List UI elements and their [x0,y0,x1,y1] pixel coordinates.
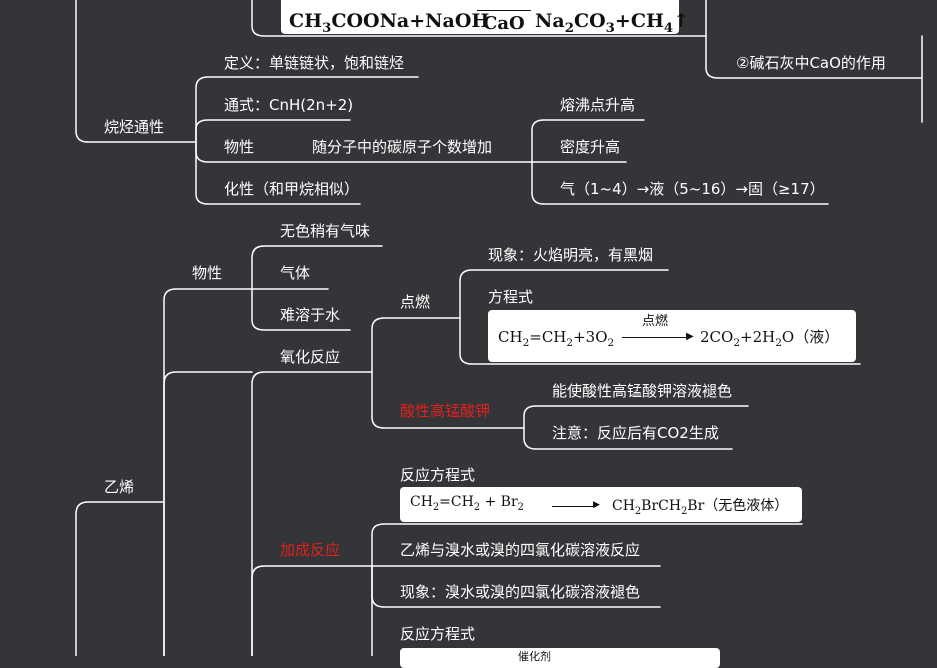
addition-equation-label-2[interactable]: 反应方程式 [400,625,476,643]
alkane-state-node[interactable]: 气（1~4）→液（5~16）→固（≥17） [560,180,825,198]
catalyst-cao: CaO [483,13,525,34]
combustion-products: 2CO2+2H2O（液） [700,328,840,349]
bromine-reactants: CH2=CH2 + Br2 [410,494,524,513]
alkane-physical-note[interactable]: 随分子中的碳原子个数增加 [312,138,493,156]
ethylene-gas-node[interactable]: 气体 [280,264,311,282]
kmno4-note-node[interactable]: 注意：反应后有CO2生成 [552,424,719,442]
combustion-equation-box: CH2=CH2+3O2 点燃 ▶ 2CO2+2H2O（液） [488,310,856,362]
equation-products: Na2CO3+CH4↑ [535,10,690,36]
alkane-title-node[interactable]: 烷烃通性 [104,118,165,136]
ethylene-color-odor-node[interactable]: 无色稍有气味 [280,222,371,240]
combustion-reactants: CH2=CH2+3O2 [498,328,615,349]
bromine-arrow-head: ▶ [593,500,600,510]
kmno4-decolor-node[interactable]: 能使酸性高锰酸钾溶液褪色 [552,382,733,400]
addition-bromine-reaction-node[interactable]: 乙烯与溴水或溴的四氯化碳溶液反应 [400,541,641,559]
catalytic-equation-box: 催化剂 [400,648,720,668]
ethylene-oxidation-node[interactable]: 氧化反应 [280,348,341,366]
heat-symbol: △ [493,0,506,1]
combustion-arrow-head: ▶ [686,331,694,342]
alkane-boiling-point-node[interactable]: 熔沸点升高 [560,96,636,114]
combustion-equation-label[interactable]: 方程式 [488,288,534,306]
alkane-chemical-node[interactable]: 化性（和甲烷相似） [224,180,360,198]
alkane-definition-node[interactable]: 定义：单链链状，饱和链烃 [224,54,405,72]
combustion-condition: 点燃 [642,314,669,329]
addition-phenomenon-node[interactable]: 现象：溴水或溴的四氯化碳溶液褪色 [400,583,641,601]
ethylene-insoluble-node[interactable]: 难溶于水 [280,306,341,324]
bromine-products: CH2BrCH2Br（无色液体） [612,498,789,517]
alkane-physical-node[interactable]: 物性 [224,138,255,156]
decarboxylation-equation-box: CH3COONa+NaOH △ CaO Na2CO3+CH4↑ [281,0,689,36]
alkane-density-node[interactable]: 密度升高 [560,138,621,156]
ethylene-title-node[interactable]: 乙烯 [104,478,135,496]
combustion-arrow [622,337,690,338]
kmno4-node[interactable]: 酸性高锰酸钾 [400,402,491,420]
ethylene-addition-node[interactable]: 加成反应 [280,541,341,559]
cao-role-node[interactable]: ②碱石灰中CaO的作用 [736,54,886,72]
reaction-arrow [477,10,531,11]
catalyst-label: 催化剂 [518,650,551,663]
bromine-arrow [552,506,596,507]
bromine-addition-equation-box: CH2=CH2 + Br2 ▶ CH2BrCH2Br（无色液体） [400,487,802,522]
combustion-phenomenon-node[interactable]: 现象：火焰明亮，有黑烟 [488,246,654,264]
alkane-formula-node[interactable]: 通式：CnH(2n+2) [224,96,354,114]
ethylene-physical-node[interactable]: 物性 [192,264,223,282]
combustion-node[interactable]: 点燃 [400,293,431,311]
equation-reactants: CH3COONa+NaOH [289,10,490,36]
addition-equation-label[interactable]: 反应方程式 [400,466,476,484]
